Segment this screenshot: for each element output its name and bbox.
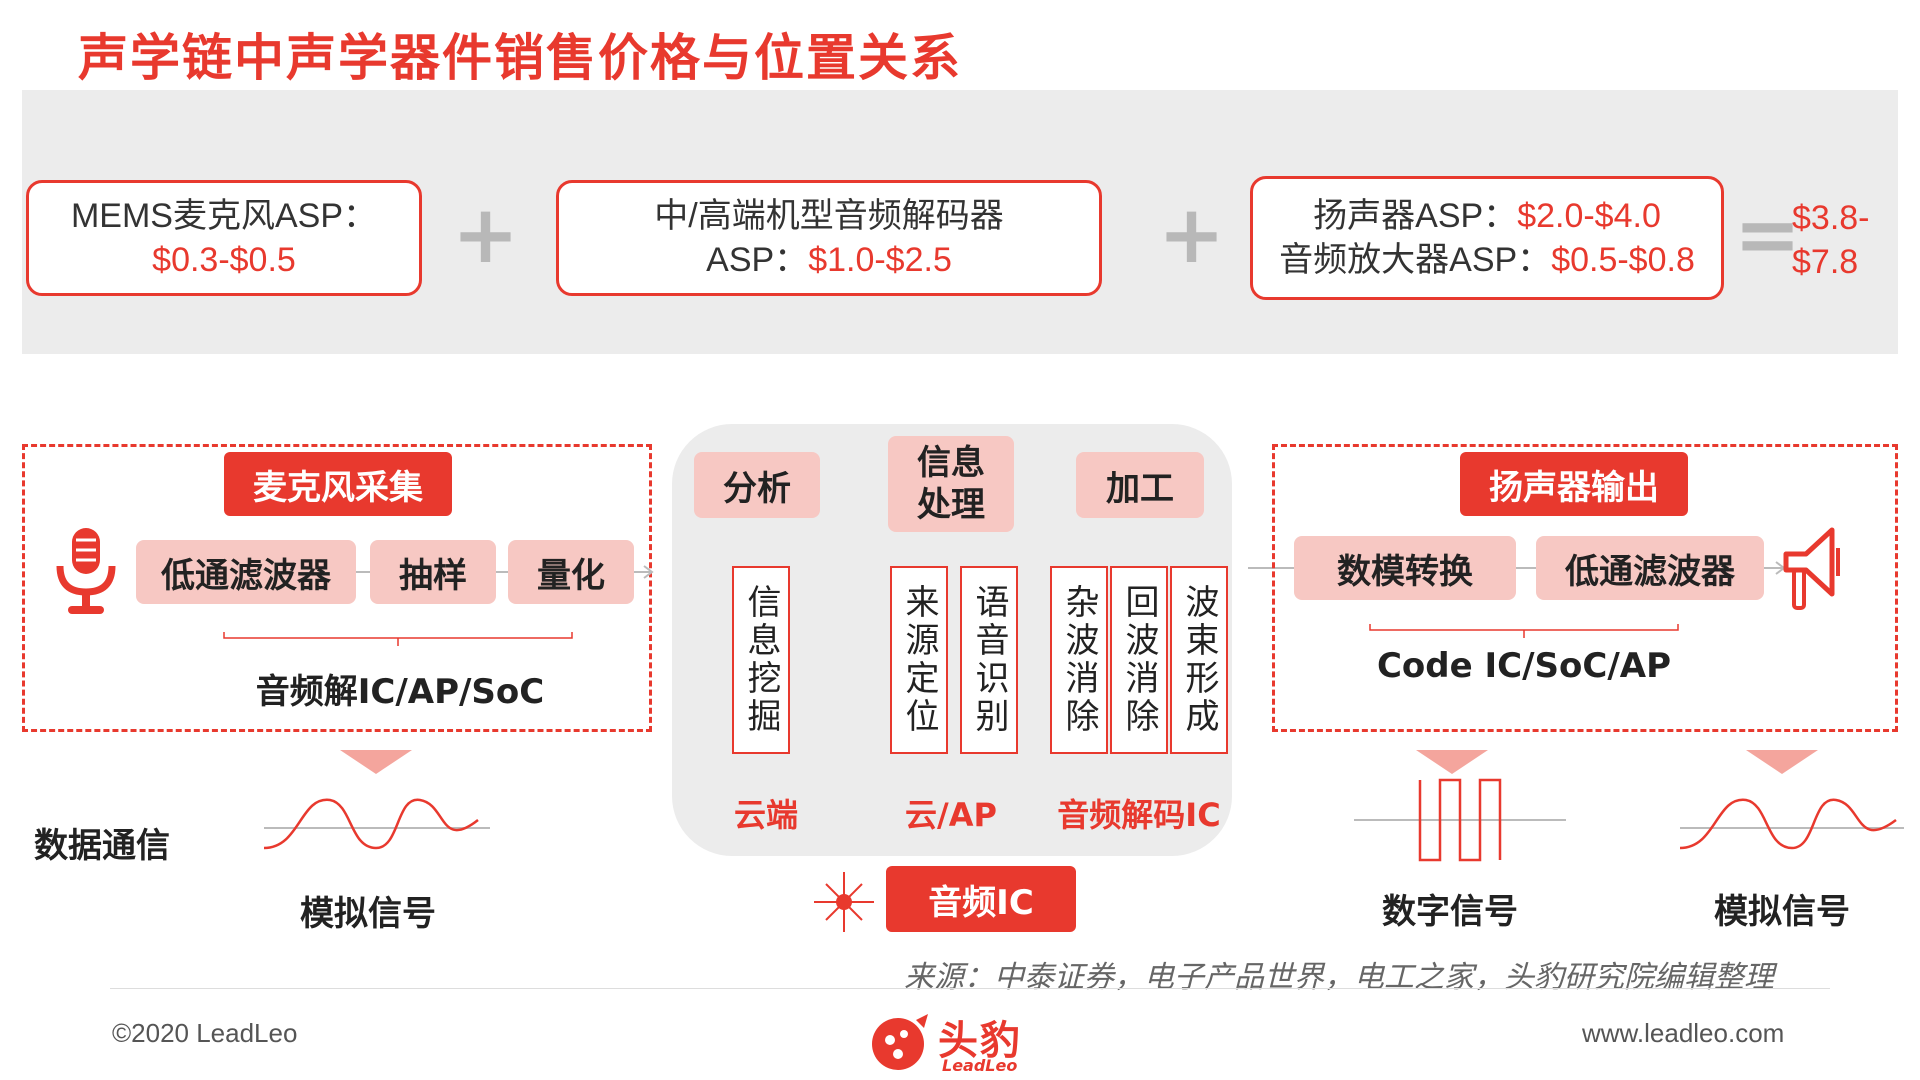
down-arrow-3 <box>1746 750 1818 774</box>
data-comm-label: 数据通信 <box>34 826 170 866</box>
audio-ic-badge: 音频IC <box>886 866 1076 932</box>
amp-value: $0.5-$0.8 <box>1551 241 1695 279</box>
footer-divider <box>110 988 1830 989</box>
speaker-step-dac: 数模转换 <box>1294 536 1516 600</box>
analog-wave-1 <box>263 798 479 850</box>
vbox-info-mining: 信息挖掘 <box>732 566 790 754</box>
header-processing: 加工 <box>1076 452 1204 518</box>
mems-label: MEMS麦克风ASP： <box>70 197 378 235</box>
codec-price-box: 中/高端机型音频解码器 ASP：$1.0-$2.5 <box>556 180 1102 296</box>
analog-signal-label-1: 模拟信号 <box>300 894 436 934</box>
speaker-label: 扬声器ASP： <box>1313 197 1518 235</box>
digital-wave <box>1418 778 1502 862</box>
analog-signal-label-2: 模拟信号 <box>1714 892 1850 932</box>
mic-section-frame <box>22 444 652 732</box>
mic-step-quantize: 量化 <box>508 540 634 604</box>
amp-label: 音频放大器ASP： <box>1279 241 1552 279</box>
analog-wave-2 <box>1679 798 1897 850</box>
equals-sign: = <box>1734 188 1802 281</box>
header-info-processing: 信息处理 <box>888 436 1014 532</box>
speaker-section-frame <box>1272 444 1898 732</box>
page-title: 声学链中声学器件销售价格与位置关系 <box>78 29 962 87</box>
speaker-chip-label: Code IC/SoC/AP <box>1376 646 1671 686</box>
total-line2: $7.8 <box>1792 243 1859 281</box>
label-cloud-ap: 云/AP <box>905 796 997 834</box>
codec-label-line2: ASP： <box>706 241 809 279</box>
mic-step-sampling: 抽样 <box>370 540 496 604</box>
total-price: $3.8- $7.8 <box>1792 196 1870 284</box>
vbox-beamforming: 波束形成 <box>1170 566 1228 754</box>
logo-subtext: LeadLeo <box>942 1056 1018 1075</box>
logo-text: 头豹 <box>938 1018 1022 1064</box>
mic-stage-label: 麦克风采集 <box>224 452 452 516</box>
mems-value: $0.3-$0.5 <box>152 241 296 279</box>
speaker-amp-price-box: 扬声器ASP：$2.0-$4.0 音频放大器ASP：$0.5-$0.8 <box>1250 176 1724 300</box>
microphone-icon <box>56 528 116 614</box>
vbox-source-location: 来源定位 <box>890 566 948 754</box>
plus-sign-1: + <box>452 188 520 281</box>
codec-label-line1: 中/高端机型音频解码器 <box>654 197 1004 235</box>
leopard-logo-icon <box>872 1014 928 1070</box>
vbox-speech-recognition: 语音识别 <box>960 566 1018 754</box>
mic-chip-label: 音频解IC/AP/SoC <box>255 672 545 712</box>
mic-step-lowpass: 低通滤波器 <box>136 540 356 604</box>
speaker-step-lowpass: 低通滤波器 <box>1536 536 1764 600</box>
label-cloud: 云端 <box>733 796 798 834</box>
megaphone-icon <box>1783 527 1840 610</box>
codec-value: $1.0-$2.5 <box>808 241 952 279</box>
plus-sign-2: + <box>1158 188 1226 281</box>
down-arrow-2 <box>1416 750 1488 774</box>
sparkle-icon <box>814 872 874 932</box>
down-arrow-1 <box>340 750 412 774</box>
speaker-stage-label: 扬声器输出 <box>1460 452 1688 516</box>
total-line1: $3.8- <box>1792 199 1870 237</box>
copyright: ©2020 LeadLeo <box>112 1018 298 1048</box>
label-audio-decoder-ic: 音频解码IC <box>1057 796 1221 834</box>
leadleo-logo: 头豹 LeadLeo <box>868 1008 1058 1078</box>
source-note: 来源：中泰证券，电子产品世界，电工之家，头豹研究院编辑整理 <box>904 960 1774 995</box>
vbox-clutter-cancel: 杂波消除 <box>1050 566 1108 754</box>
mems-price-box: MEMS麦克风ASP： $0.3-$0.5 <box>26 180 422 296</box>
speaker-value: $2.0-$4.0 <box>1517 197 1661 235</box>
header-analysis: 分析 <box>694 452 820 518</box>
vbox-echo-cancel: 回波消除 <box>1110 566 1168 754</box>
website-link[interactable]: www.leadleo.com <box>1582 1018 1785 1048</box>
digital-signal-label: 数字信号 <box>1382 892 1518 932</box>
